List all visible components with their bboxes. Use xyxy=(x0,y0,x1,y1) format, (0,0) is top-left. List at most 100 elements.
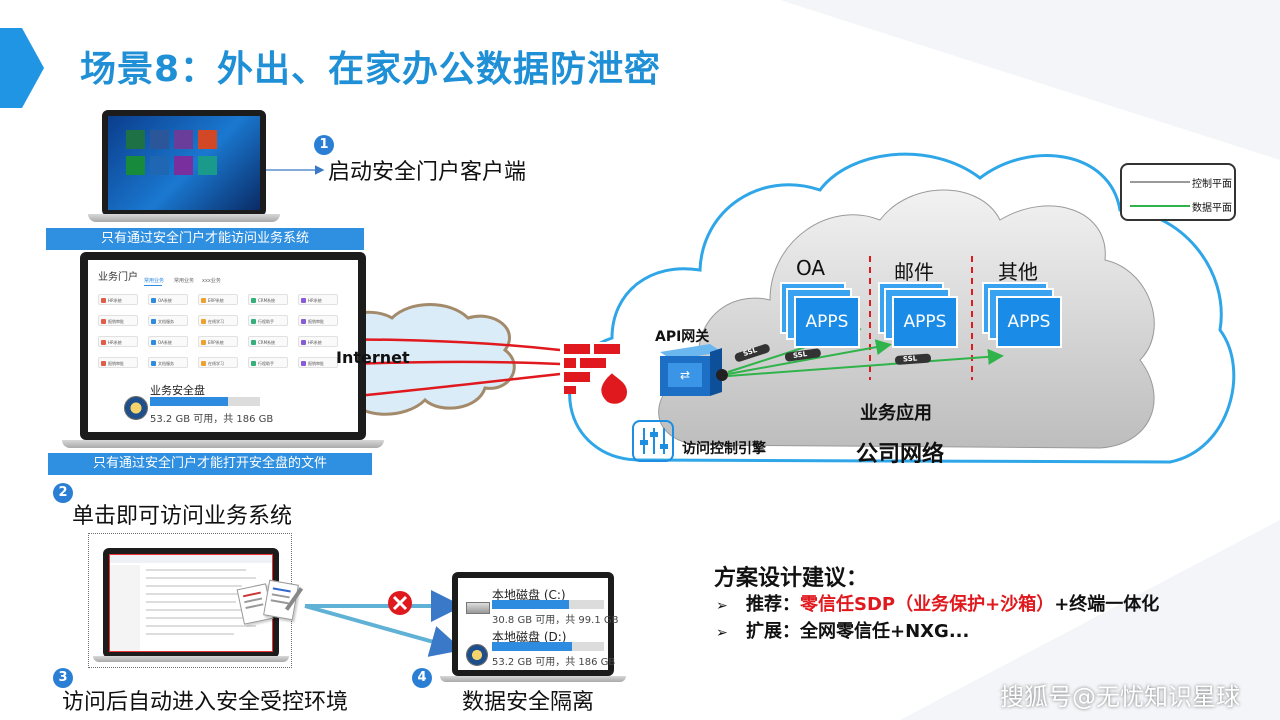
step-2-badge: 2 xyxy=(53,483,73,503)
suggestion-title: 方案设计建议： xyxy=(714,566,869,591)
suggestion-suffix: +终端一体化 xyxy=(1054,594,1160,615)
app-icon xyxy=(301,298,306,303)
portal-app-item[interactable]: 行程助手 xyxy=(248,357,288,368)
portal-tab[interactable]: 常用业务 xyxy=(174,278,195,284)
corner-accent xyxy=(0,28,44,108)
portal-app-item[interactable]: 文档服务 xyxy=(148,357,188,368)
app-group-label-oa: OA xyxy=(796,256,826,280)
app-icon xyxy=(301,361,306,366)
ssl-tunnel-3 xyxy=(894,353,931,365)
drive-d-icon xyxy=(466,644,488,666)
ssl-tunnel-1 xyxy=(734,344,770,362)
app-icon xyxy=(201,361,206,366)
drive-d-usage-fill xyxy=(492,642,572,651)
app-icon xyxy=(301,340,306,345)
laptop-base xyxy=(62,440,384,448)
suggestion-prefix: 推荐： xyxy=(746,594,801,615)
portal-app-item[interactable]: 报销审批 xyxy=(298,357,338,368)
portal-app-label: 报销审批 xyxy=(308,361,324,366)
slide-title: 场景8：外出、在家办公数据防泄密 xyxy=(80,49,662,90)
portal-app-item[interactable]: OA系统 xyxy=(148,294,188,305)
ssl-tunnel-2 xyxy=(784,348,821,362)
portal-app-item[interactable]: ERP系统 xyxy=(198,336,238,347)
app-group-oa: APPS xyxy=(780,282,862,350)
legend-data-line xyxy=(1130,205,1190,207)
portal-app-item[interactable]: 报销审批 xyxy=(98,357,138,368)
apps-badge: APPS xyxy=(794,296,860,348)
portal-app-item[interactable]: CRM系统 xyxy=(248,336,288,347)
portal-app-label: HR系统 xyxy=(308,298,322,303)
app-tile-icon xyxy=(126,156,145,175)
app-group-label-other: 其他 xyxy=(998,260,1038,284)
step-1-text: 启动安全门户客户端 xyxy=(328,160,527,185)
portal-app-item[interactable]: 报销审批 xyxy=(98,315,138,326)
powerpoint-tile-icon xyxy=(198,130,217,149)
portal-app-item[interactable]: 在线学习 xyxy=(198,357,238,368)
suggestion-prefix: 扩展： xyxy=(746,621,801,642)
portal-app-label: 在线学习 xyxy=(208,361,224,366)
legend-control-plane: 控制平面 xyxy=(1192,179,1232,190)
portal-app-item[interactable]: 行程助手 xyxy=(248,315,288,326)
portal-app-label: HR系统 xyxy=(108,340,122,345)
laptop-base xyxy=(93,656,289,662)
step-4-badge: 4 xyxy=(412,668,432,688)
company-network-label: 公司网络 xyxy=(856,442,945,467)
firewall-icon xyxy=(562,342,630,406)
windows-start-screen xyxy=(108,116,260,210)
portal-title: 业务门户 xyxy=(98,272,138,283)
portal-app-item[interactable]: 在线学习 xyxy=(198,315,238,326)
app-group-label-mail: 邮件 xyxy=(894,260,934,284)
portal-app-label: ERP系统 xyxy=(208,340,224,345)
safe-disk-label: 业务安全盘 xyxy=(150,384,205,397)
portal-app-label: 报销审批 xyxy=(308,319,324,324)
portal-app-item[interactable]: 报销审批 xyxy=(298,315,338,326)
portal-app-label: HR系统 xyxy=(108,298,122,303)
portal-app-item[interactable]: HR系统 xyxy=(98,294,138,305)
portal-app-item[interactable]: HR系统 xyxy=(298,336,338,347)
explorer-window xyxy=(109,554,273,652)
portal-app-label: 行程助手 xyxy=(258,319,274,324)
portal-app-item[interactable]: ERP系统 xyxy=(198,294,238,305)
blocked-icon xyxy=(388,591,412,615)
portal-app-item[interactable]: 文档服务 xyxy=(148,315,188,326)
app-icon xyxy=(251,361,256,366)
portal-tab[interactable]: xxx业务 xyxy=(202,278,221,284)
laptop-portal: 业务门户 常用业务 常用业务 xxx业务 HR系统 OA系统 ERP系统 CRM系统 H… xyxy=(62,252,384,448)
portal-app-label: OA系统 xyxy=(158,298,172,303)
portal-app-item[interactable]: OA系统 xyxy=(148,336,188,347)
portal-app-label: ERP系统 xyxy=(208,298,224,303)
app-icon xyxy=(251,319,256,324)
portal-app-item[interactable]: HR系统 xyxy=(298,294,338,305)
app-icon xyxy=(201,340,206,345)
laptop-screen: 本地磁盘 (C:) 30.8 GB 可用，共 99.1 GB 本地磁盘 (D:)… xyxy=(452,572,618,676)
safe-disk-detail: 53.2 GB 可用，共 186 GB xyxy=(150,414,274,425)
step-2-text: 单击即可访问业务系统 xyxy=(72,504,293,529)
legend-control-line xyxy=(1130,181,1190,183)
app-icon xyxy=(101,361,106,366)
step-1-badge: 1 xyxy=(314,135,334,155)
app-icon xyxy=(201,319,206,324)
drive-c-usage-fill xyxy=(492,600,570,609)
access-engine-icon xyxy=(632,420,674,462)
portal-app-item[interactable]: HR系统 xyxy=(98,336,138,347)
laptop-disks: 本地磁盘 (C:) 30.8 GB 可用，共 99.1 GB 本地磁盘 (D:)… xyxy=(440,572,626,682)
laptop-screen: 业务门户 常用业务 常用业务 xxx业务 HR系统 OA系统 ERP系统 CRM系统 H… xyxy=(80,252,366,440)
portal-app-item[interactable]: CRM系统 xyxy=(248,294,288,305)
legend-data-plane: 数据平面 xyxy=(1192,203,1232,214)
portal-app-label: 行程助手 xyxy=(258,361,274,366)
drive-c-detail: 30.8 GB 可用，共 99.1 GB xyxy=(492,615,619,626)
app-group-mail: APPS xyxy=(878,282,960,350)
legend-box: 控制平面 数据平面 xyxy=(1120,163,1236,221)
portal-tab-underline xyxy=(144,285,162,286)
safe-disk-usage-bar xyxy=(150,397,260,406)
portal-tab[interactable]: 常用业务 xyxy=(144,278,165,284)
api-gateway-label: API网关 xyxy=(655,329,710,345)
safe-disk-usage-fill xyxy=(150,397,229,406)
disk-notice-bar: 只有通过安全门户才能打开安全盘的文件 xyxy=(48,453,372,475)
excel-tile-icon xyxy=(126,130,145,149)
drive-c-label: 本地磁盘 (C:) xyxy=(492,588,566,602)
app-icon xyxy=(101,340,106,345)
apps-badge: APPS xyxy=(996,296,1062,348)
svg-text:⇄: ⇄ xyxy=(680,368,690,382)
laptop-windows xyxy=(88,110,280,222)
